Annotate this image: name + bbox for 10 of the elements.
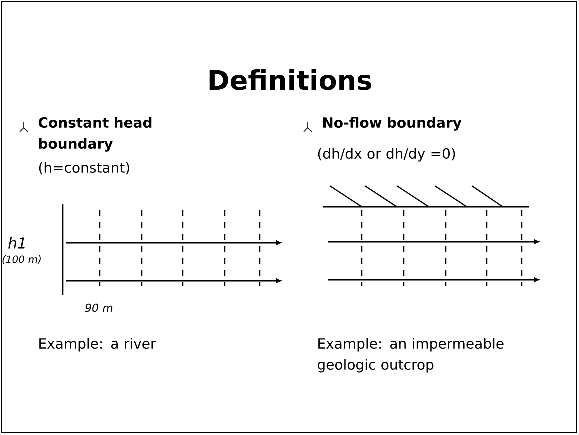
bullet-item: No-flow boundary xyxy=(323,117,462,131)
condition-text: (h=constant) xyxy=(39,162,130,175)
condition-text: (dh/dx or dh/dy =0) xyxy=(318,148,456,162)
head-value: (100 m) xyxy=(2,256,41,264)
example-text: Example: an impermeable geologic outcrop xyxy=(318,338,504,373)
head-label: h1 xyxy=(8,237,25,249)
example-text: Example: a river xyxy=(40,338,156,352)
heading: Definitions xyxy=(210,70,372,90)
bullet-item: Constant head boundary xyxy=(38,117,152,152)
dimension-label: 90 m xyxy=(86,304,113,312)
